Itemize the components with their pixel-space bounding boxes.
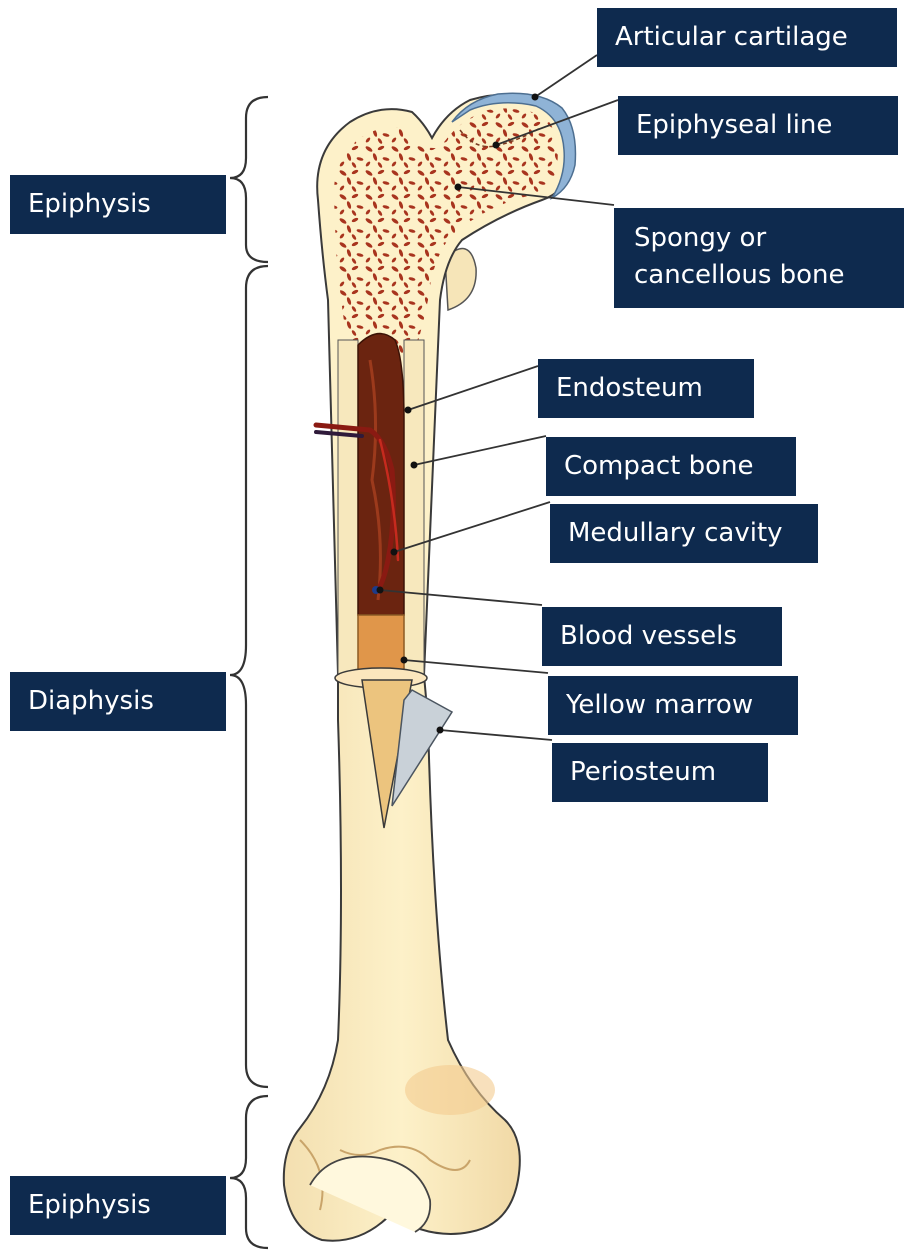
region-braces <box>230 97 268 1248</box>
label-articular-cartilage: Articular cartilage <box>597 8 897 67</box>
compact-bone-wall-left <box>338 340 358 675</box>
label-epiphysis-bottom: Epiphysis <box>10 1176 226 1235</box>
brace-diaphysis <box>230 266 268 1087</box>
leader-articular-cartilage <box>535 55 597 97</box>
label-endosteum: Endosteum <box>538 359 754 418</box>
compact-bone-wall-right <box>404 340 424 675</box>
label-blood-vessels: Blood vessels <box>542 607 782 666</box>
label-spongy-bone-line2: cancellous bone <box>634 257 886 294</box>
label-compact-bone: Compact bone <box>546 437 796 496</box>
label-periosteum: Periosteum <box>552 743 768 802</box>
leader-yellow-marrow <box>404 660 548 673</box>
label-diaphysis: Diaphysis <box>10 672 226 731</box>
bone <box>284 93 576 1240</box>
brace-epiphysis-bottom <box>230 1096 268 1248</box>
brace-epiphysis-top <box>230 97 268 262</box>
label-medullary-cavity: Medullary cavity <box>550 504 818 563</box>
distal-blush <box>405 1065 495 1115</box>
label-epiphyseal-line: Epiphyseal line <box>618 96 898 155</box>
label-epiphysis-top: Epiphysis <box>10 175 226 234</box>
label-spongy-bone: Spongy or cancellous bone <box>614 208 904 308</box>
label-yellow-marrow: Yellow marrow <box>548 676 798 735</box>
yellow-marrow-shape <box>358 615 404 675</box>
label-spongy-bone-line1: Spongy or <box>634 220 886 257</box>
leader-periosteum <box>440 730 552 740</box>
